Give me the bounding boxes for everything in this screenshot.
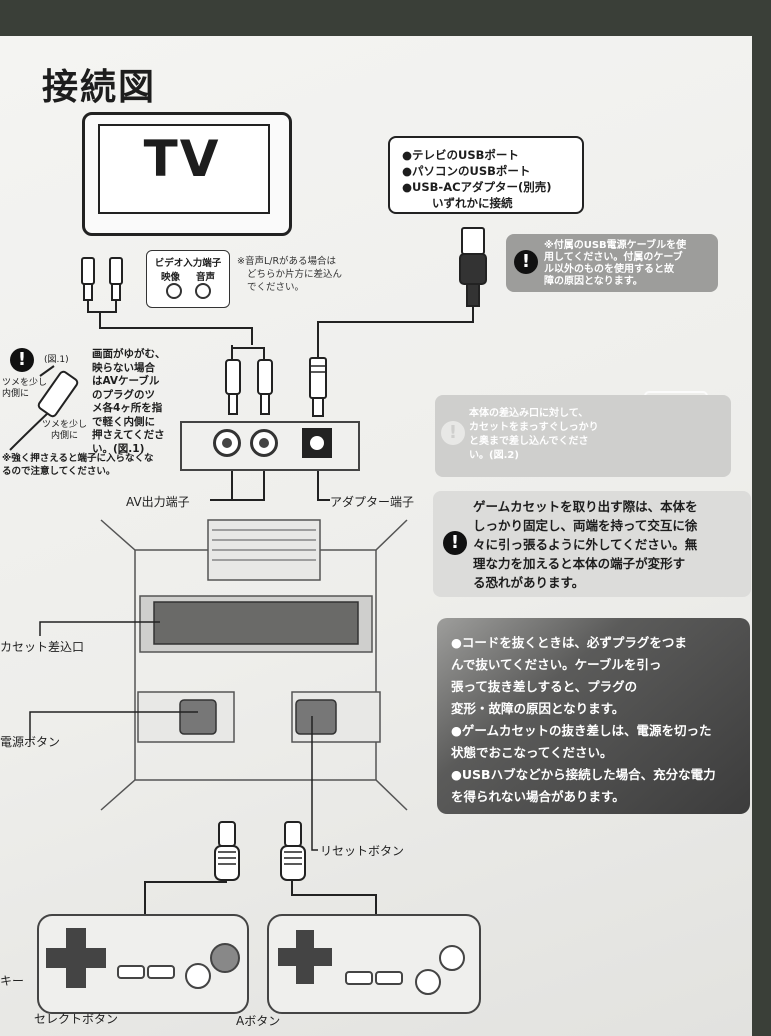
audio-note: ※音声L/Rがある場合は どちらか片方に差込ん でください。	[237, 255, 342, 294]
usb-warning-line: 障の原因となります。	[544, 276, 643, 287]
audio-label: 音声	[195, 272, 215, 283]
key-label: キー	[0, 974, 25, 988]
av-out-label: AV出力端子	[126, 495, 190, 509]
cassette-slot-label: カセット差込口	[0, 640, 85, 654]
usb-item: ●パソコンのUSBポート	[402, 164, 531, 178]
tip-label: ツメを少し内側に	[42, 420, 88, 441]
cassette-insert-note: ! 本体の差込み口に対して、カセットをまっすぐしっかり と奥まで差し込んでくださ…	[435, 395, 731, 477]
usb-connection-box: ●テレビのUSBポート ●パソコンのUSBポート ●USB-ACアダプター(別売…	[388, 136, 584, 214]
usb-item: ●テレビのUSBポート	[402, 148, 519, 162]
cartridge-warning: ! ゲームカセットを取り出す際は、本体をしっかり固定し、両端を持って交互に徐 々…	[433, 491, 751, 597]
video-input-bubble: ビデオ入力端子 映像 音声	[146, 250, 230, 308]
video-port-icon	[165, 283, 182, 299]
audio-note-line: ※音声L/Rがある場合は	[237, 256, 337, 267]
adapter-port	[302, 428, 332, 458]
usb-warning-note: ! ※付属のUSB電源ケーブルを使 用してください。付属のケーブ ル以外のものを…	[506, 234, 718, 292]
warning-icon: !	[441, 421, 465, 445]
tv-screen	[98, 124, 270, 214]
av-audio-port	[250, 429, 278, 457]
audio-port-icon	[194, 283, 211, 299]
audio-note-line: でください。	[247, 282, 305, 293]
warning-icon: !	[10, 348, 34, 372]
usb-footer: いずれかに接続	[432, 196, 513, 210]
warning-icon: !	[443, 531, 467, 555]
a-button-label: Aボタン	[236, 1014, 281, 1028]
usb-warning-line: ル以外のものを使用すると故	[544, 264, 674, 275]
tip-label: ツメを少し内側に	[2, 378, 48, 399]
select-button-label: セレクトボタン	[34, 1012, 119, 1026]
usb-warning-line: ※付属のUSB電源ケーブルを使	[544, 240, 687, 251]
reset-button-label: リセットボタン	[320, 844, 405, 858]
av-video-port	[213, 429, 241, 457]
adapter-label: アダプター端子	[330, 495, 415, 509]
power-button-label: 電源ボタン	[0, 735, 61, 749]
usb-item: ●USB-ACアダプター(別売)	[402, 180, 552, 194]
tv-label: TV	[143, 130, 221, 188]
plug-caution: ※強く押さえると端子に入らなくなるので注意してください。	[2, 453, 154, 477]
usage-notes: ●コードを抜くときは、必ずプラグをつまんで抜いてください。ケーブルを引っ 張って…	[437, 618, 750, 814]
page-title: 接続図	[42, 67, 157, 108]
video-input-title: ビデオ入力端子	[154, 258, 222, 269]
audio-note-line: どちらか片方に差込ん	[247, 269, 343, 280]
usb-warning-line: 用してください。付属のケーブ	[544, 252, 683, 263]
fig-label: (図.1)	[44, 355, 69, 365]
video-label: 映像	[160, 272, 180, 283]
warning-icon: !	[514, 250, 538, 274]
plug-note-text: 画面がゆがむ、映らない場合 はAVケーブルのプラグのツ メ各4ヶ所を指で軽く内側…	[92, 348, 166, 455]
